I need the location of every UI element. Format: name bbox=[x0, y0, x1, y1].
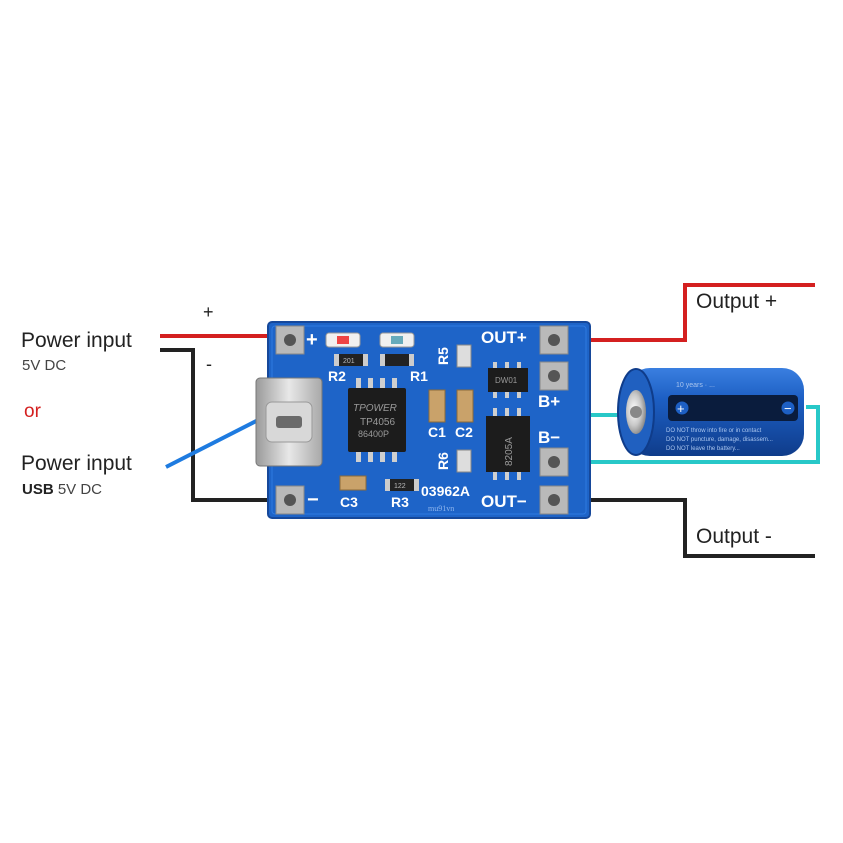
label-power-input-usb: Power input bbox=[21, 452, 132, 475]
capacitor-c3 bbox=[339, 475, 367, 491]
chip-model-text: TP4056 bbox=[360, 417, 395, 428]
silk-pin-plus: + bbox=[306, 329, 318, 351]
wire-output-negative bbox=[554, 498, 815, 558]
chip-brand-text: TPOWER bbox=[353, 403, 397, 414]
silk-out-minus: OUT− bbox=[481, 492, 527, 511]
silk-c1: C1 bbox=[428, 424, 446, 440]
micro-usb-connector bbox=[255, 377, 323, 467]
battery-minus-symbol: − bbox=[784, 401, 792, 416]
r3-code-text: 122 bbox=[394, 483, 406, 490]
resistor-r2 bbox=[334, 354, 368, 366]
silk-pin-minus: − bbox=[307, 489, 319, 511]
mosfet-text: 8205A bbox=[504, 437, 515, 466]
mosfet-8205a bbox=[486, 408, 530, 480]
label-power-input-dc: Power input bbox=[21, 329, 132, 352]
wire-usb bbox=[165, 416, 263, 469]
silk-r6: R6 bbox=[435, 452, 451, 470]
silk-c2: C2 bbox=[455, 424, 473, 440]
label-output-minus: Output - bbox=[696, 525, 772, 548]
dw01-text: DW01 bbox=[495, 376, 518, 385]
battery-18350: + − 10 years · ... DO NOT throw into fir… bbox=[617, 368, 804, 456]
label-or: or bbox=[24, 401, 41, 422]
label-plus-sign: + bbox=[203, 302, 214, 322]
label-power-input-usb-sub: USB 5V DC bbox=[22, 481, 102, 498]
resistor-r1 bbox=[380, 354, 414, 366]
silk-r1: R1 bbox=[410, 368, 428, 384]
silk-r2: R2 bbox=[328, 368, 346, 384]
silk-b-minus: B− bbox=[538, 428, 560, 447]
silk-r3: R3 bbox=[391, 494, 409, 510]
resistor-r5 bbox=[456, 344, 472, 368]
pad-b-plus bbox=[539, 361, 569, 391]
wire-output-positive bbox=[554, 283, 815, 342]
label-usb-voltage: 5V DC bbox=[53, 481, 103, 498]
silk-site-mark: mu91vn bbox=[428, 504, 454, 513]
battery-plus-symbol: + bbox=[677, 401, 685, 416]
silk-b-plus: B+ bbox=[538, 392, 560, 411]
dw01-chip bbox=[488, 362, 528, 398]
board-silkscreen: + − OUT+ OUT− B+ B− R2 R1 R3 R5 R6 C1 C2… bbox=[306, 328, 560, 513]
wire-input-negative bbox=[160, 348, 290, 502]
battery-top-text: 10 years · ... bbox=[676, 382, 715, 389]
silk-c3: C3 bbox=[340, 494, 358, 510]
silk-part-number: 03962A bbox=[421, 483, 470, 499]
resistor-r3 bbox=[385, 479, 419, 491]
wire-battery-negative bbox=[554, 405, 820, 464]
battery-warning-1: DO NOT throw into fire or in contact bbox=[666, 428, 762, 434]
solder-pads bbox=[275, 325, 569, 515]
battery-warning-2: DO NOT puncture, damage, disassem... bbox=[666, 437, 773, 443]
pad-input-minus bbox=[275, 485, 305, 515]
tp4056-chip bbox=[348, 378, 406, 462]
silk-out-plus: OUT+ bbox=[481, 328, 527, 347]
label-usb-bold: USB bbox=[22, 481, 54, 498]
r2-code-text: 201 bbox=[343, 358, 355, 365]
capacitor-c1 bbox=[428, 389, 446, 423]
chip-code-text: 86400P bbox=[358, 429, 389, 439]
label-output-plus: Output + bbox=[696, 290, 778, 313]
silk-r5: R5 bbox=[435, 347, 451, 365]
led-blue bbox=[379, 332, 415, 348]
pad-out-minus bbox=[539, 485, 569, 515]
resistor-r6 bbox=[456, 449, 472, 473]
pad-out-plus bbox=[539, 325, 569, 355]
label-minus-sign: - bbox=[206, 354, 212, 374]
pad-input-plus bbox=[275, 325, 305, 355]
capacitor-c2 bbox=[456, 389, 474, 423]
led-red bbox=[325, 332, 361, 348]
battery-warning-3: DO NOT leave the battery... bbox=[666, 446, 740, 452]
pad-b-minus bbox=[539, 447, 569, 477]
label-power-input-dc-sub: 5V DC bbox=[22, 357, 67, 374]
